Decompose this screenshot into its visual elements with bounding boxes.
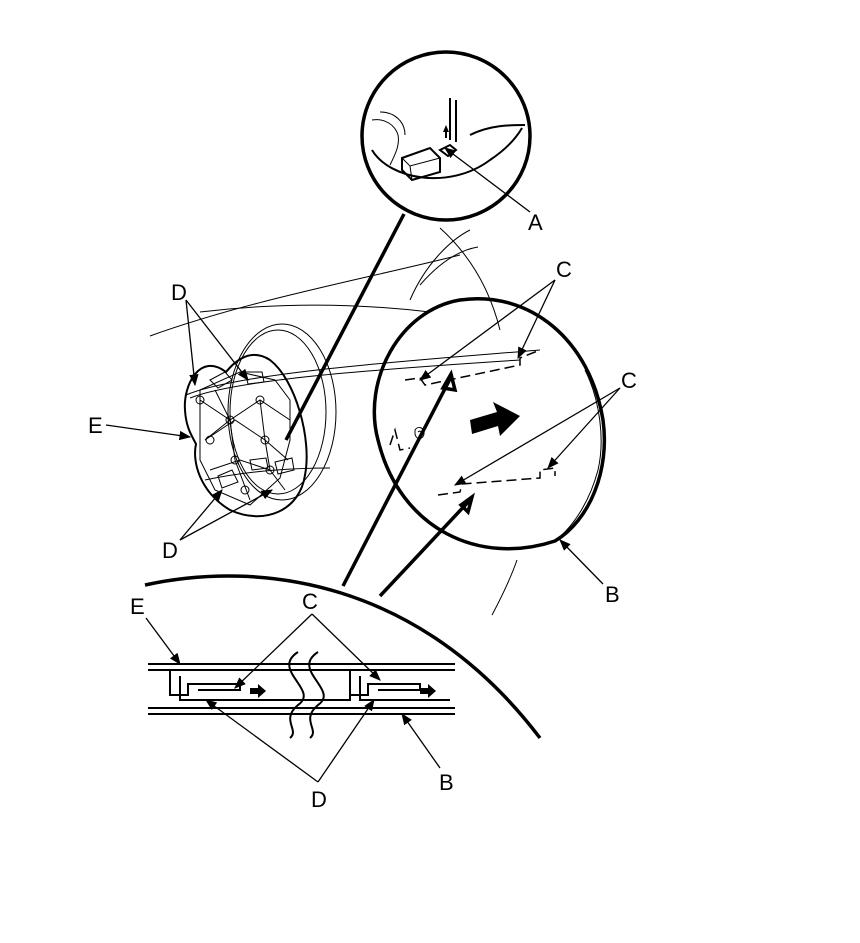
label-c-section: C	[302, 589, 318, 614]
label-a: A	[528, 210, 543, 235]
connector-line-a	[284, 213, 406, 441]
connector-line-b-1	[341, 378, 452, 587]
label-b-right: B	[605, 582, 620, 607]
detail-circle-a	[360, 50, 532, 222]
label-d-lower: D	[162, 538, 178, 563]
label-d-section: D	[311, 787, 327, 812]
label-e-left: E	[88, 413, 103, 438]
connector-line-b-2	[378, 498, 472, 598]
detail-circle-b	[372, 297, 607, 551]
direction-arrow	[470, 402, 520, 436]
label-b-section: B	[439, 770, 454, 795]
label-e-section: E	[130, 594, 145, 619]
callout-leaders	[105, 147, 621, 783]
label-c-top: C	[556, 257, 572, 282]
cross-section-detail	[144, 574, 542, 740]
label-c-right: C	[621, 368, 637, 393]
body-contours	[149, 227, 518, 616]
label-d-top: D	[171, 280, 187, 305]
cover-panel-e	[183, 323, 541, 518]
